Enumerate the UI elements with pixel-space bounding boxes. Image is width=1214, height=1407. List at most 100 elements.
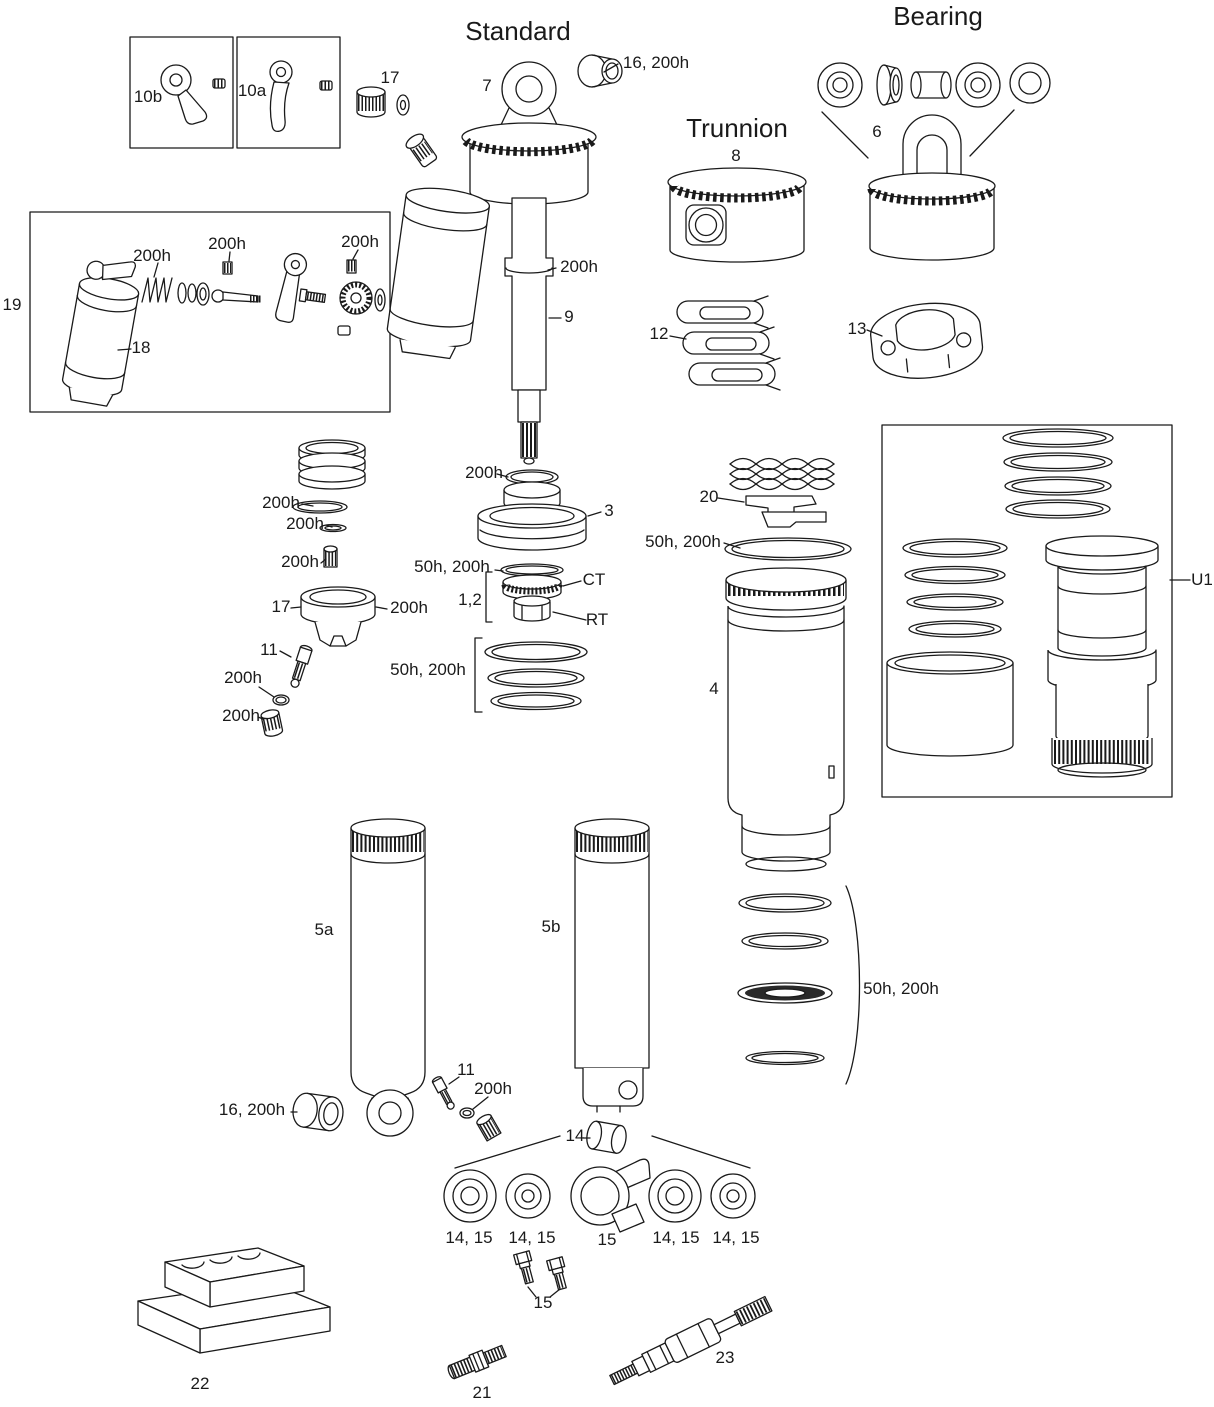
- air-valve-cap: [405, 133, 438, 168]
- box-10b: [129, 36, 234, 149]
- part-label-11-bottom: 11: [457, 1060, 475, 1079]
- part-10b-lever: [160, 64, 226, 125]
- part-22-block: [137, 1247, 331, 1354]
- spring: [141, 277, 173, 303]
- part-16-bushing-bottom: [292, 1092, 344, 1132]
- part-label-50h-200h-big-oring: 50h, 200h: [645, 532, 721, 551]
- part-label-17-cap: 17: [272, 597, 291, 616]
- part-label-16-200h-top: 16, 200h: [623, 53, 689, 72]
- part-label-1-2: 1,2: [458, 590, 482, 609]
- part-3-piston: [477, 503, 587, 551]
- part-plug-200h: [476, 1113, 502, 1142]
- part-mount-bearing-right: [648, 1169, 702, 1223]
- box-U1: [881, 424, 1173, 798]
- part-label-15-clamp: 15: [598, 1230, 617, 1249]
- part-left-washer-200h: [319, 523, 347, 533]
- part-label-16-200h-bottom: 16, 200h: [219, 1100, 285, 1119]
- part-label-14-15-d: 14, 15: [712, 1228, 759, 1247]
- part-small-cap-200h: [260, 709, 284, 737]
- part-label-3: 3: [604, 501, 613, 520]
- part-U1-kit: [886, 428, 1159, 778]
- part-label-14-15-a: 14, 15: [445, 1228, 492, 1247]
- part-label-15-bolts: 15: [534, 1293, 553, 1312]
- part-label-200h-top-ring: 200h: [465, 463, 503, 482]
- part-15-clamp: [570, 1158, 651, 1233]
- part-5a-body: [350, 818, 426, 1137]
- part-mount-bearing-left: [443, 1169, 497, 1223]
- part-label-50h-200h-seal-group: 50h, 200h: [863, 979, 939, 998]
- lever: [275, 252, 308, 323]
- part-valve-core-200h: [323, 545, 338, 568]
- section-title-standard: Standard: [465, 16, 571, 46]
- part-mount-washer-right: [710, 1173, 756, 1219]
- part-label-200h-left-oring: 200h: [262, 493, 300, 512]
- part-left-oring-200h: [292, 500, 348, 514]
- part-mount-washer-left: [505, 1173, 551, 1219]
- part-RT-nut: [513, 595, 551, 622]
- part-17-knob: [356, 86, 410, 118]
- part-label-200h-bottom: 200h: [474, 1079, 512, 1098]
- part-big-oring-50h-200h: [724, 537, 852, 561]
- part-label-8: 8: [731, 146, 740, 165]
- part-label-20: 20: [700, 487, 719, 506]
- part-label-23: 23: [716, 1348, 735, 1367]
- part-6-bearing-shock-top: [867, 114, 997, 261]
- part-label-13: 13: [848, 319, 867, 338]
- part-oring-bottom-200h: [459, 1107, 475, 1119]
- part-7-standard-shock: [386, 54, 623, 465]
- part-label-11-left: 11: [260, 640, 278, 659]
- part-label-200h-small-oring: 200h: [224, 668, 262, 687]
- part-label-22: 22: [191, 1374, 210, 1393]
- part-u1-sleeve: [1045, 535, 1159, 778]
- fan-lines: [454, 1135, 751, 1169]
- bolt: [298, 288, 327, 304]
- bracket-1-2: [485, 571, 493, 623]
- part-label-50h-200h-triple: 50h, 200h: [390, 660, 466, 679]
- part-10a-lever: [269, 60, 333, 133]
- part-11-valve-left: [290, 644, 313, 688]
- part-17-cap: [300, 586, 376, 647]
- part-label-14: 14: [566, 1126, 585, 1145]
- part-label-5b: 5b: [542, 917, 561, 936]
- part-13-clamp: [870, 302, 984, 379]
- part-23-tool: [609, 1295, 773, 1386]
- part-19-small-parts: [141, 252, 386, 336]
- section-title-trunnion: Trunnion: [686, 113, 788, 143]
- ball-end: [211, 289, 225, 303]
- part-11-valve-bottom: [431, 1076, 455, 1110]
- section-title-bearing: Bearing: [893, 1, 983, 31]
- brace: [845, 885, 861, 1085]
- collar-rim: [461, 122, 597, 152]
- part-14-spacer: [586, 1120, 627, 1154]
- part-wiper-seal: [737, 982, 833, 1004]
- part-piston-seals-50h-200h: [474, 637, 588, 713]
- part-label-18: 18: [132, 338, 151, 357]
- part-18-reservoir: [61, 260, 140, 407]
- leader-lines: [117, 63, 1191, 1298]
- part-label-200h-spring: 200h: [133, 246, 171, 265]
- part-label-200h-screw: 200h: [341, 232, 379, 251]
- part-label-19: 19: [3, 295, 22, 314]
- part-label-14-15-b: 14, 15: [508, 1228, 555, 1247]
- part-label-rt: RT: [586, 610, 608, 629]
- part-20-clips: [745, 495, 827, 528]
- part-15-bolts: [512, 1250, 567, 1291]
- part-label-12: 12: [650, 324, 669, 343]
- part-label-6: 6: [872, 122, 881, 141]
- part-label-5a: 5a: [315, 920, 334, 939]
- part-CT-adjuster: [501, 574, 563, 600]
- part-seal-group-50h-200h: [737, 885, 861, 1085]
- part-label-200h-cap-groove: 200h: [390, 598, 428, 617]
- part-label-ct: CT: [583, 570, 606, 589]
- part-small-oring-200h: [272, 694, 290, 706]
- part-label-200h-small-cap: 200h: [222, 706, 260, 725]
- part-4-air-can: [725, 567, 847, 872]
- part-label-200h-shaft: 200h: [560, 257, 598, 276]
- part-label-200h-left-washer: 200h: [286, 514, 324, 533]
- part-label-9: 9: [564, 307, 573, 326]
- part-label-10b: 10b: [134, 87, 162, 106]
- part-6-bearing-kit: [817, 62, 1051, 159]
- part-label-u1: U1: [1191, 570, 1213, 589]
